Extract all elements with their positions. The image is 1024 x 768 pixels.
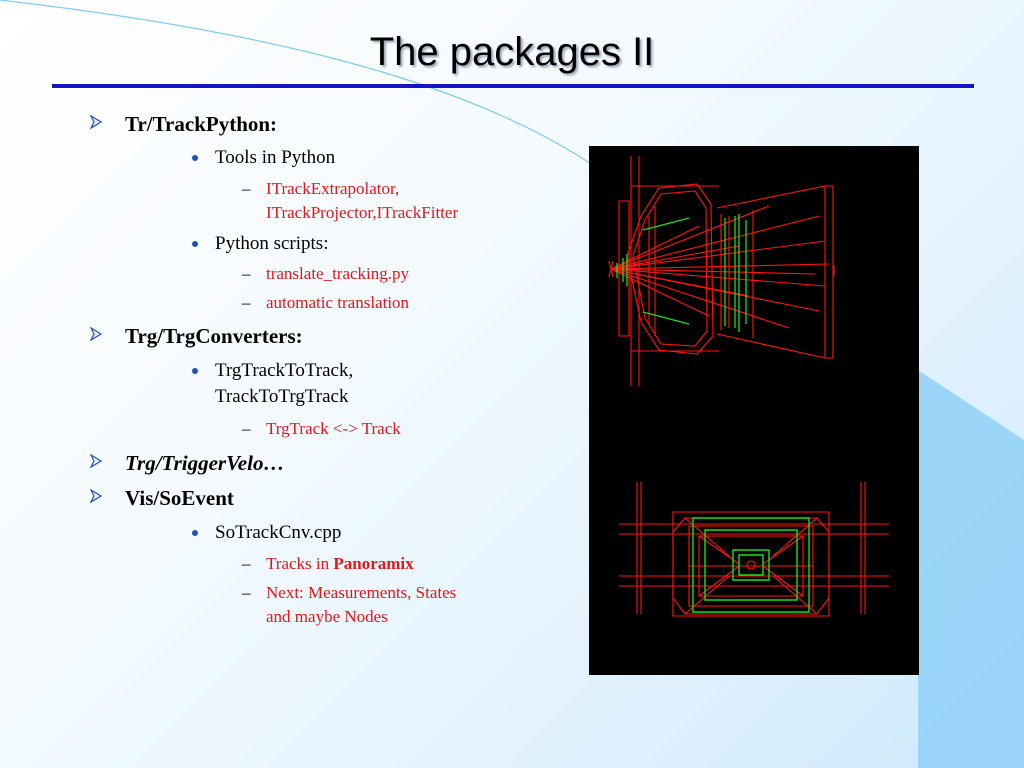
dot-bullet-icon [192, 155, 198, 161]
dash-icon: – [242, 179, 251, 198]
item-label: translate_tracking.py [266, 264, 410, 283]
dash-icon: – [242, 264, 251, 283]
background-arc [0, 0, 601, 171]
item-label: Python scripts: [215, 233, 329, 254]
list-item-continuation: ITrackProjector,ITrackFitter [266, 203, 458, 223]
item-label: ITrackExtrapolator, [266, 179, 400, 198]
list-item: – translate_tracking.py [242, 264, 410, 284]
detector-front-view [619, 482, 889, 617]
detector-front-view-green [692, 517, 810, 613]
list-item: Python scripts: [192, 233, 329, 255]
page-title: The packages II [369, 30, 655, 74]
list-item: Trg/TriggerVelo… [89, 451, 285, 476]
item-label: Trg/TriggerVelo… [125, 451, 285, 475]
list-item: – Next: Measurements, States [242, 583, 457, 603]
list-item: – automatic translation [242, 293, 410, 313]
item-label: Tools in Python [215, 147, 336, 168]
item-label: Next: Measurements, States [266, 583, 457, 602]
arrow-chevron-icon [89, 115, 103, 129]
item-label: TrgTrack <-> Track [266, 419, 401, 438]
dash-icon: – [242, 583, 251, 602]
dash-icon: – [242, 293, 251, 312]
list-item: – Tracks in Panoramix [242, 554, 414, 574]
list-item: – ITrackExtrapolator, [242, 179, 400, 199]
arrow-chevron-icon [89, 454, 103, 468]
background-wedge [918, 370, 1024, 768]
item-label: TrgTrackToTrack, [215, 360, 354, 381]
list-item: Trg/TrgConverters: [89, 324, 303, 349]
detector-side-view [608, 156, 835, 386]
list-item-continuation: TrackToTrgTrack [215, 386, 348, 408]
list-item-continuation: and maybe Nodes [266, 607, 388, 627]
item-label: Vis/SoEvent [125, 486, 234, 510]
list-item: Vis/SoEvent [89, 486, 234, 511]
item-label: Tr/TrackPython: [125, 112, 278, 136]
item-label: Trg/TrgConverters: [125, 324, 303, 348]
dot-bullet-icon [192, 530, 198, 536]
item-label: TrackToTrgTrack [215, 386, 349, 407]
list-item: TrgTrackToTrack, [192, 360, 354, 382]
list-item: Tools in Python [192, 147, 336, 169]
arrow-chevron-icon [89, 489, 103, 503]
item-label: and maybe Nodes [266, 607, 388, 626]
arrow-chevron-icon [89, 327, 103, 341]
detector-visualization [589, 146, 919, 675]
item-label: automatic translation [266, 293, 410, 312]
dot-bullet-icon [192, 241, 198, 247]
title-underline [52, 84, 974, 88]
item-label-emphasis: Panoramix [333, 554, 414, 573]
dash-icon: – [242, 419, 251, 438]
list-item: – TrgTrack <-> Track [242, 419, 401, 439]
list-item: SoTrackCnv.cpp [192, 522, 342, 544]
detector-side-view-green [616, 214, 747, 332]
visualization-background [589, 146, 919, 675]
dash-icon: – [242, 554, 251, 573]
item-label: Tracks in [266, 554, 334, 573]
dot-bullet-icon [192, 368, 198, 374]
item-label: SoTrackCnv.cpp [215, 522, 342, 543]
item-label: ITrackProjector,ITrackFitter [266, 203, 459, 222]
list-item: Tr/TrackPython: [89, 112, 278, 137]
